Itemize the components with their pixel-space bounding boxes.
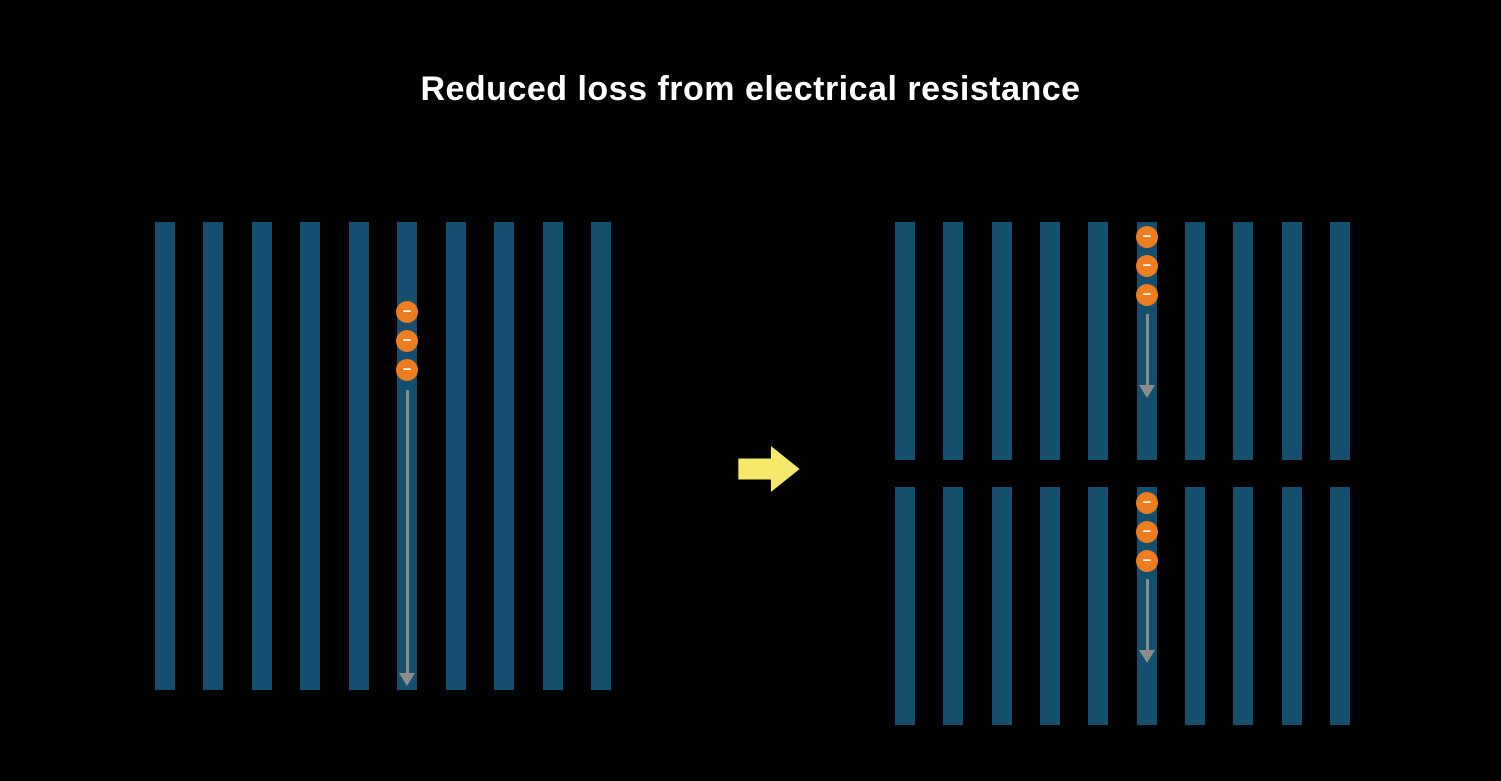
half-cell-bottom-panel: − − − [895, 487, 1350, 725]
cell-bar [445, 222, 466, 690]
arrow-line [1145, 314, 1149, 385]
cell-bar [1281, 487, 1302, 725]
cell-bar [943, 222, 964, 460]
electron-icon: − [1136, 284, 1158, 306]
electron-icon: − [1136, 255, 1158, 277]
half-cell-top-panel: − − − [895, 222, 1350, 460]
cell-bar [590, 222, 611, 690]
half-cell-bottom-bars [895, 487, 1350, 725]
arrow-head-icon [1139, 385, 1155, 398]
half-cell-top-bars [895, 222, 1350, 460]
cell-bar [494, 222, 515, 690]
cell-bar [203, 222, 224, 690]
cell-bar [251, 222, 272, 690]
cell-bar [1088, 222, 1109, 460]
arrow-line [1145, 579, 1149, 650]
right-arrow-icon [738, 446, 800, 492]
full-cell-bars [155, 222, 611, 690]
electron-column: − − − [396, 301, 418, 381]
electron-column: − − − [1136, 226, 1158, 306]
electron-icon: − [396, 359, 418, 381]
cell-bar [991, 222, 1012, 460]
cell-bar [1088, 487, 1109, 725]
cell-bar [1233, 222, 1254, 460]
cell-bar [1184, 222, 1205, 460]
cell-bar [300, 222, 321, 690]
cell-bar [895, 487, 915, 725]
cell-bar [1329, 487, 1350, 725]
electron-icon: − [396, 330, 418, 352]
electron-icon: − [1136, 521, 1158, 543]
cell-bar [542, 222, 563, 690]
electron-column: − − − [1136, 492, 1158, 572]
diagram-title: Reduced loss from electrical resistance [420, 70, 1081, 108]
arrow-head-icon [399, 673, 415, 686]
electron-icon: − [396, 301, 418, 323]
right-arrow-shape [738, 446, 800, 492]
cell-bar [1039, 487, 1060, 725]
cell-bar [943, 487, 964, 725]
current-flow-arrow [396, 390, 418, 686]
cell-bar [1039, 222, 1060, 460]
arrow-line [405, 390, 409, 673]
cell-bar [991, 487, 1012, 725]
current-flow-arrow [1136, 579, 1158, 663]
cell-bar [1329, 222, 1350, 460]
full-cell-panel: − − − [155, 222, 611, 690]
current-flow-arrow [1136, 314, 1158, 398]
electron-icon: − [1136, 550, 1158, 572]
cell-bar [1281, 222, 1302, 460]
electron-icon: − [1136, 492, 1158, 514]
cell-bar [155, 222, 175, 690]
cell-bar [348, 222, 369, 690]
arrow-head-icon [1139, 650, 1155, 663]
cell-bar [1184, 487, 1205, 725]
cell-bar [895, 222, 915, 460]
electron-icon: − [1136, 226, 1158, 248]
cell-bar [1233, 487, 1254, 725]
